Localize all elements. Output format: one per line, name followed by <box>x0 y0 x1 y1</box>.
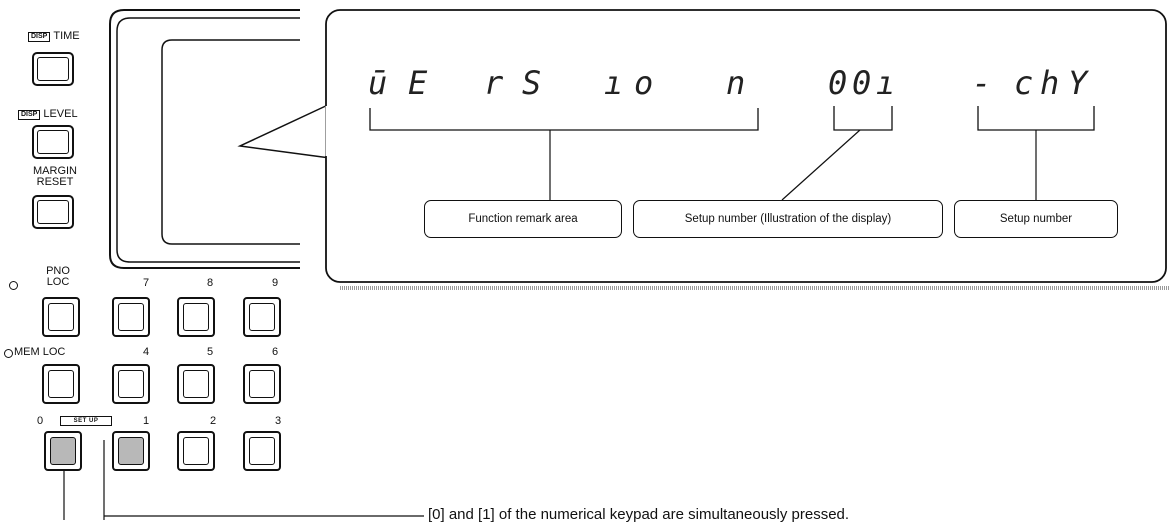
key-1[interactable] <box>112 431 150 471</box>
key-label-3: 3 <box>275 415 282 427</box>
mem-led <box>4 349 13 358</box>
setup-illustration-callout: Setup number (Illustration of the displa… <box>633 200 943 238</box>
key-3[interactable] <box>243 431 281 471</box>
display-char: S <box>522 64 542 102</box>
disp-tag: DISP <box>28 32 51 42</box>
display-char: h <box>1040 64 1060 102</box>
key-label-7: 7 <box>143 277 150 289</box>
display-char: Y <box>1068 64 1088 102</box>
key-7[interactable] <box>112 297 150 337</box>
setup-number-callout: Setup number <box>954 200 1118 238</box>
memloc-label: MEM LOC <box>14 346 66 358</box>
key-8[interactable] <box>177 297 215 337</box>
level-button[interactable] <box>32 125 74 159</box>
margin-label: MARGIN <box>33 165 77 177</box>
key-label-2: 2 <box>210 415 217 427</box>
setup-tag: SET UP <box>60 416 112 426</box>
key-0[interactable] <box>44 431 82 471</box>
display-char: 0 <box>828 64 848 102</box>
key-label-0: 0 <box>37 415 44 427</box>
key-label-5: 5 <box>207 346 214 358</box>
key-4[interactable] <box>112 364 150 404</box>
display-char: ı <box>876 64 896 102</box>
mem-loc-button[interactable] <box>42 364 80 404</box>
key-label-8: 8 <box>207 277 214 289</box>
display-char: E <box>408 64 428 102</box>
key-label-6: 6 <box>272 346 279 358</box>
key-9[interactable] <box>243 297 281 337</box>
pno-loc-button[interactable] <box>42 297 80 337</box>
pno-led <box>9 281 18 290</box>
level-text: LEVEL <box>43 108 78 120</box>
disp-tag: DISP <box>18 110 41 120</box>
time-text: TIME <box>53 30 80 42</box>
loc-label: LOC <box>46 276 70 288</box>
time-button[interactable] <box>32 52 74 86</box>
key-6[interactable] <box>243 364 281 404</box>
display-char: 0 <box>852 64 872 102</box>
pno-label: PNO <box>46 265 70 277</box>
display-char: n <box>726 64 746 102</box>
display-char: ū <box>368 64 388 102</box>
margin-reset-button[interactable] <box>32 195 74 229</box>
display-char: - <box>972 64 992 102</box>
key-label-9: 9 <box>272 277 279 289</box>
display-char: c <box>1014 64 1034 102</box>
display-char: o <box>634 64 654 102</box>
key-label-4: 4 <box>143 346 150 358</box>
function-remark-callout: Function remark area <box>424 200 622 238</box>
display-char: ı <box>604 64 624 102</box>
key-label-1: 1 <box>143 415 150 427</box>
reset-label: RESET <box>36 176 74 188</box>
display-char: r <box>484 64 504 102</box>
instruction-caption: [0] and [1] of the numerical keypad are … <box>428 506 850 523</box>
key-2[interactable] <box>177 431 215 471</box>
key-5[interactable] <box>177 364 215 404</box>
